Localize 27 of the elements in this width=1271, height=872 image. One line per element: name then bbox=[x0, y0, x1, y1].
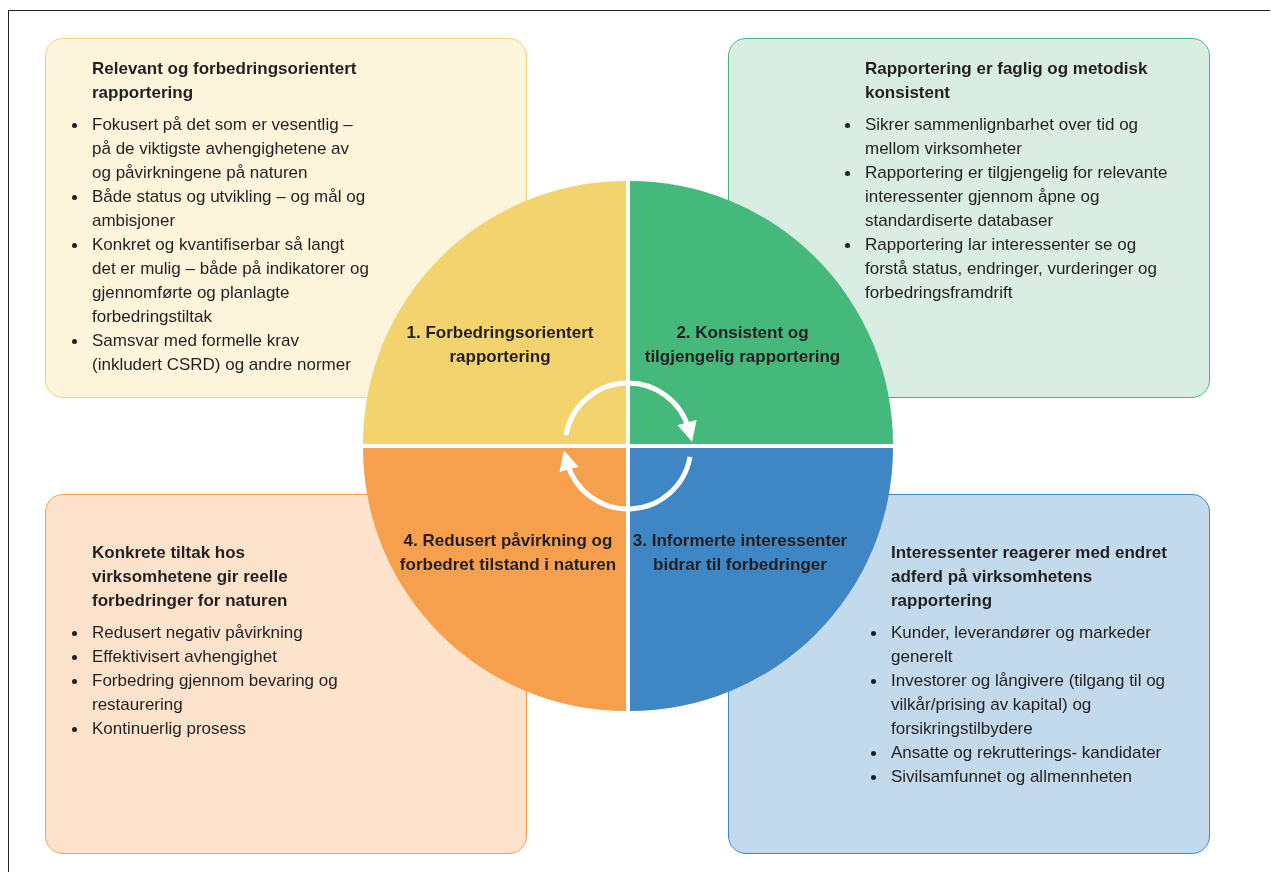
bullet-item: Sivilsamfunnet og allmennheten bbox=[891, 767, 1132, 786]
bullet-item: Forbedring gjennom bevaring og restaurering bbox=[92, 671, 338, 714]
bullet-item: Fokusert på det som er vesentlig – på de viktigste avhengighetene av og påvirkningene på naturen bbox=[92, 115, 353, 182]
segment-label: 3. Informerte interessenter bidrar til forbedringer bbox=[631, 530, 849, 576]
bullet-item: Rapportering er tilgjengelig for relevante interessenter gjennom åpne og standardiserte databaser bbox=[865, 163, 1168, 230]
bullet-item: Effektivisert avhengighet bbox=[92, 647, 277, 666]
quadrant-segment bbox=[363, 448, 626, 711]
card-heading: Rapportering er faglig og metodisk konsistent bbox=[865, 58, 1149, 104]
card-heading: Interessenter reagerer med endret adferd på virksomhetens rapportering bbox=[891, 542, 1168, 612]
bullet-item: Kunder, leverandører og markeder generelt bbox=[891, 623, 1151, 666]
segment-label: 1. Forbedringsorientert rapportering bbox=[405, 322, 595, 368]
bullet-item: Samsvar med formelle krav (inkludert CSRD) og andre normer bbox=[92, 331, 351, 374]
bullet-item: Rapportering lar interessenter se og forstå status, endringer, vurderinger og forbedringsframdrift bbox=[865, 235, 1157, 302]
segment-label: 2. Konsistent og tilgjengelig rapportering bbox=[643, 322, 842, 368]
bullet-item: Ansatte og rekrutterings- kandidater bbox=[891, 743, 1162, 762]
curved-arrow bbox=[560, 450, 693, 512]
segment-label: 4. Redusert påvirkning og forbedret tilstand i naturen bbox=[398, 530, 618, 576]
bullet-item: Redusert negativ påvirkning bbox=[92, 623, 303, 642]
card-heading: Relevant og forbedringsorientert rapportering bbox=[92, 58, 358, 104]
bullet-item: Investorer og långivere (tilgang til og vilkår/prising av kapital) og forsikringstilbydere bbox=[891, 671, 1166, 738]
quadrant-segment bbox=[630, 448, 893, 711]
bullet-item: Konkret og kvantifiserbar så langt det er mulig – både på indikatorer og gjennomførte og planlagte forbedringstiltak bbox=[92, 235, 369, 326]
bullet-item: Både status og utvikling – og mål og ambisjoner bbox=[92, 187, 366, 230]
card-heading: Konkrete tiltak hos virksomhetene gir reelle forbedringer for naturen bbox=[92, 542, 289, 612]
curved-arrow bbox=[563, 380, 696, 442]
bullet-item: Kontinuerlig prosess bbox=[92, 719, 247, 738]
bullet-item: Sikrer sammenlignbarhet over tid og mellom virksomheter bbox=[865, 115, 1139, 158]
